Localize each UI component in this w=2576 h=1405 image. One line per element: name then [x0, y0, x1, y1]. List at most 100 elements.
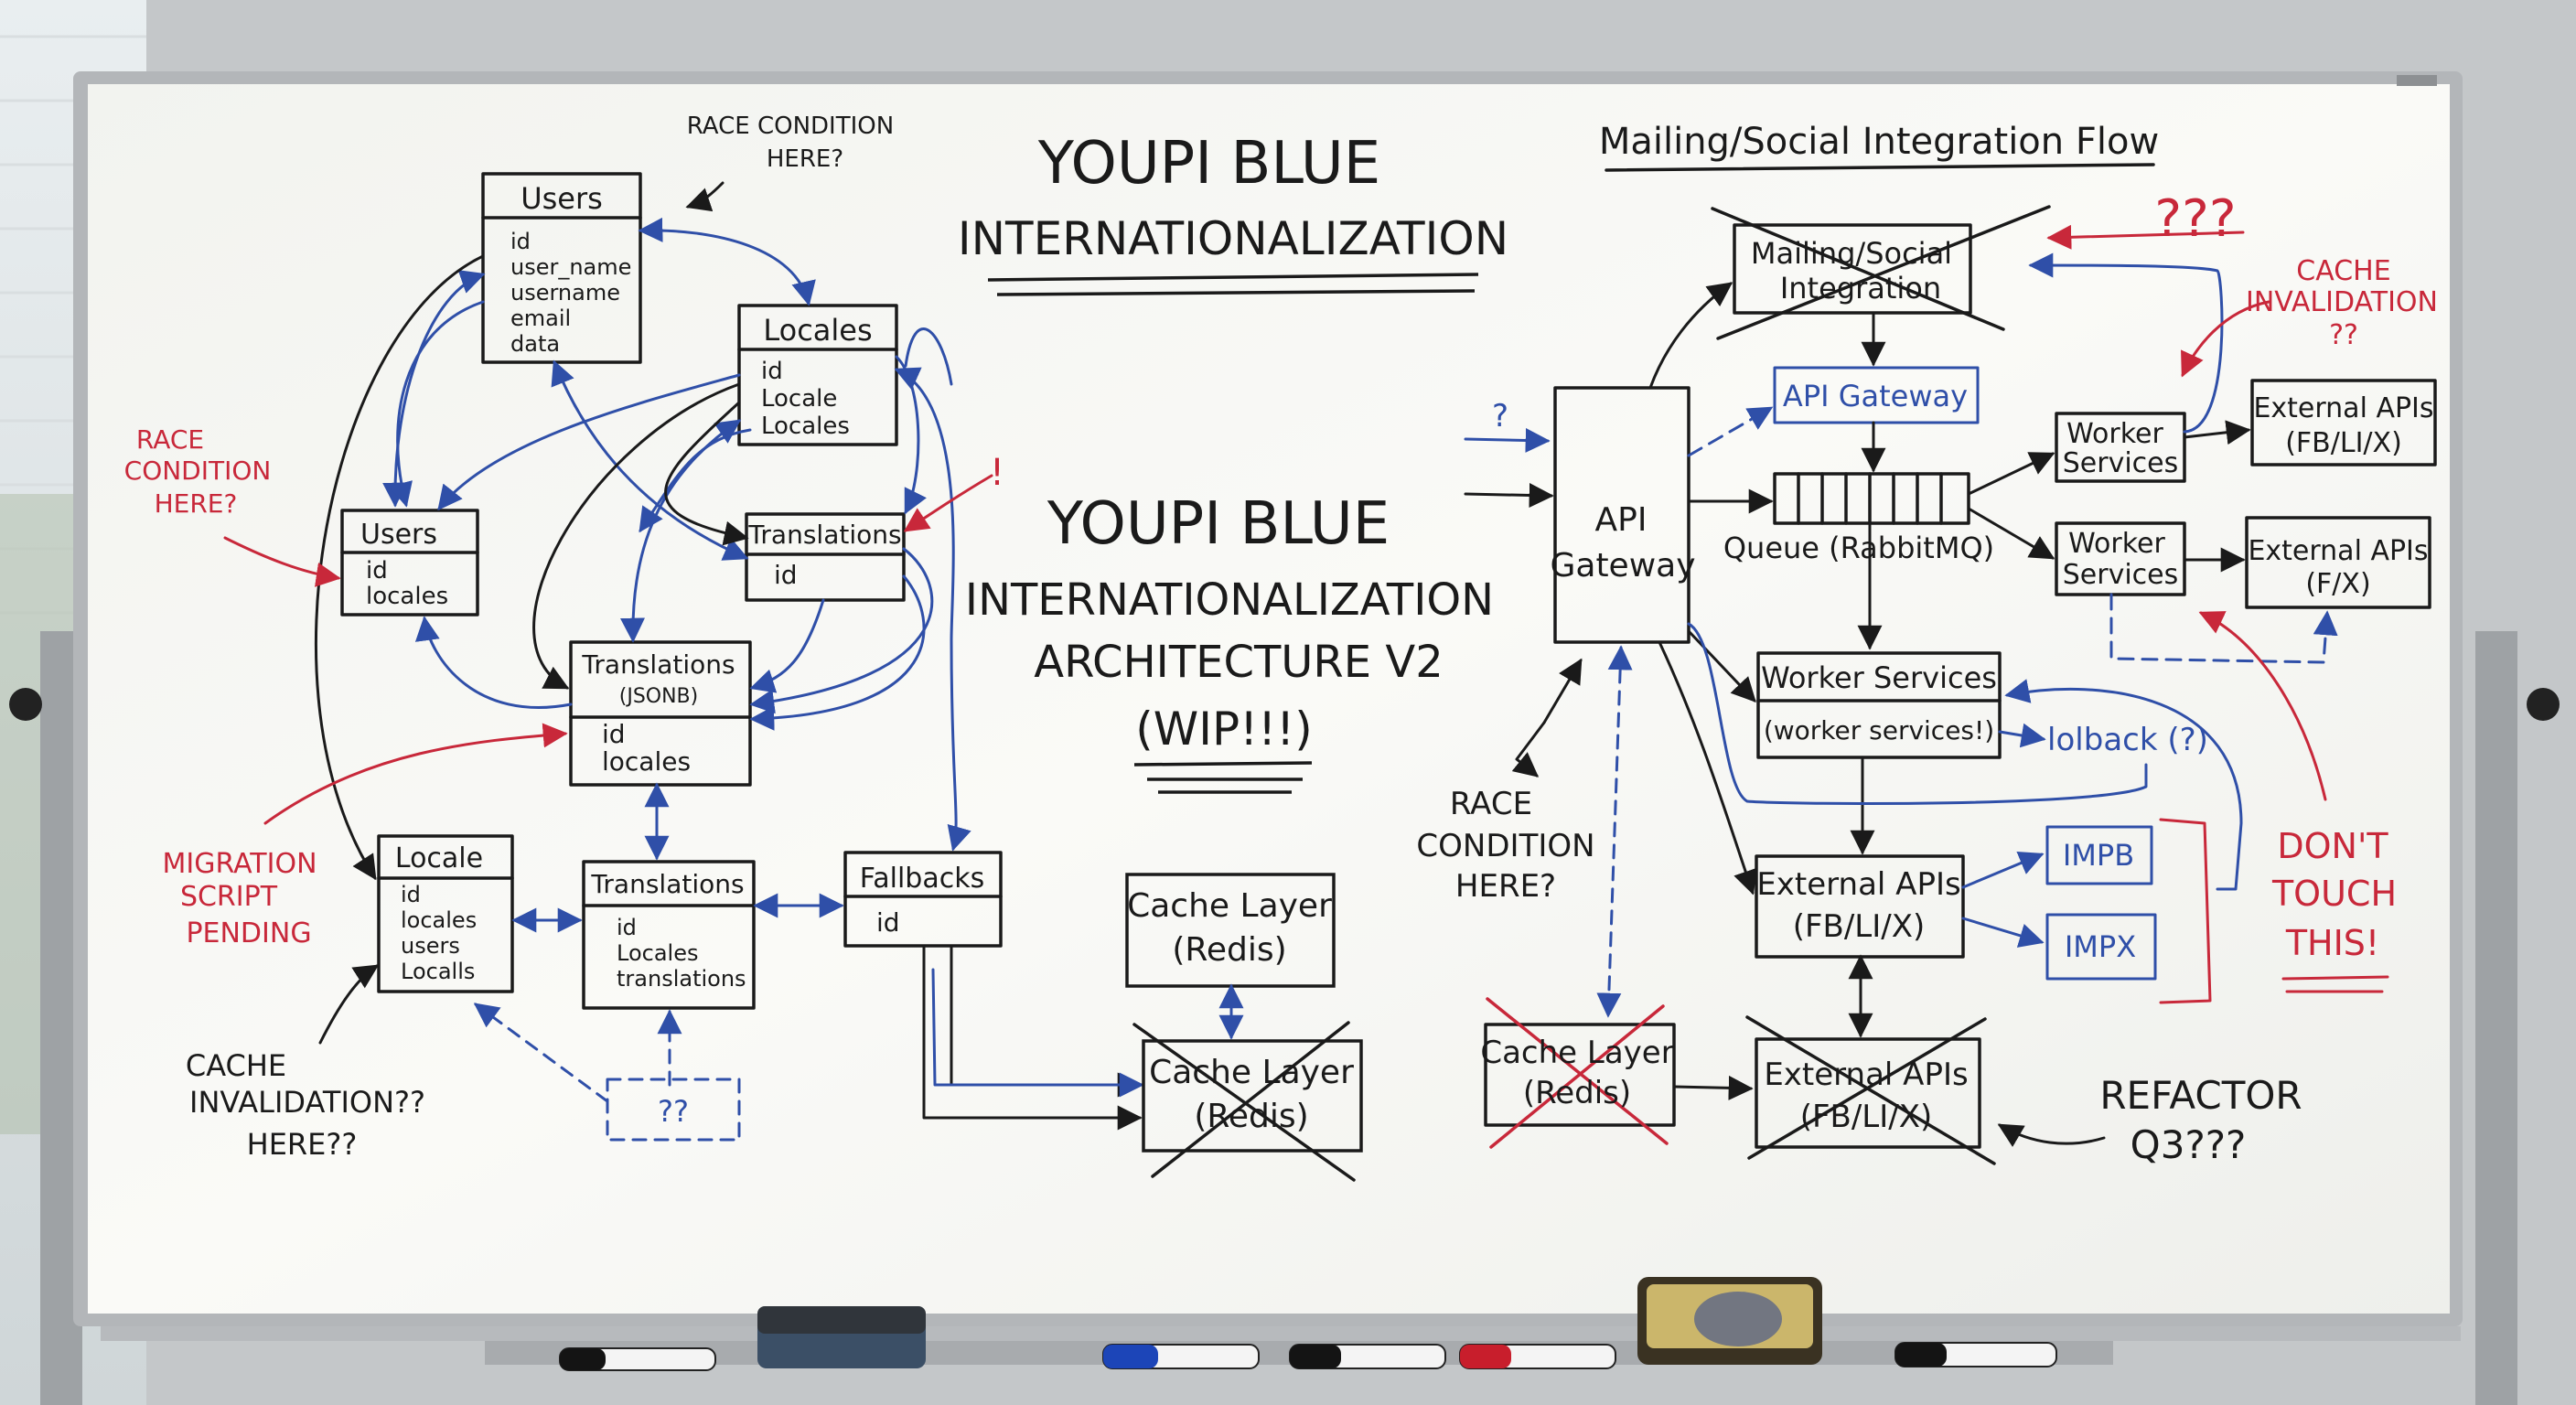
marker-black-1	[559, 1347, 716, 1371]
race-condition-note: RACE CONDITION	[687, 113, 894, 140]
external-apis-crossed-box	[1755, 1037, 1981, 1149]
field-translations: translations	[617, 966, 746, 992]
dashed-question-box	[606, 1078, 741, 1142]
dont-touch-3: THIS!	[2285, 923, 2379, 963]
api-gateway-box	[1553, 386, 1690, 644]
cache-invalidation-left-2: INVALIDATION??	[189, 1085, 425, 1120]
external-apis-1-label: External APIs	[2253, 392, 2433, 424]
question-marks-red: ???	[2154, 189, 2236, 249]
field-email: email	[510, 306, 571, 331]
worker-services-main-sublabel: (worker services!)	[1764, 715, 1994, 745]
center-cache-section	[1125, 873, 1363, 1182]
table-fallbacks-title: Fallbacks	[860, 863, 984, 895]
api-gateway-blue-box	[1773, 366, 1980, 424]
exclamation-mark: !	[990, 452, 1004, 494]
api-gateway-sublabel: Gateway	[1550, 547, 1695, 585]
cache-invalidation-right-3: ??	[2329, 319, 2358, 351]
eraser-left	[757, 1306, 926, 1368]
field-id: id	[761, 358, 783, 385]
flow-section	[1464, 163, 2437, 1165]
cache-invalidation-left-3: HERE??	[247, 1127, 358, 1162]
dont-touch-2: TOUCH	[2271, 874, 2397, 914]
race-condition-right-2: CONDITION	[1416, 828, 1594, 864]
race-condition-left-3: HERE?	[155, 488, 238, 519]
top-title-line2: INTERNATIONALIZATION	[958, 212, 1508, 265]
race-condition-right-3: HERE?	[1455, 868, 1556, 905]
impb-label: IMPB	[2063, 838, 2134, 873]
table-translations-jsonb-subtitle: (JSONB)	[619, 685, 699, 708]
table-translations-jsonb-title: Translations	[581, 649, 735, 680]
marker-black-3	[1894, 1342, 2057, 1367]
worker-services-1-label: Worker	[2066, 418, 2163, 450]
eraser-right	[1637, 1277, 1822, 1365]
external-apis-crossed-sublabel: (FB/LI/X)	[1800, 1099, 1933, 1135]
api-gateway-blue-label: API Gateway	[1783, 379, 1968, 413]
table-translations-bottom-box	[582, 860, 756, 1010]
marker-black-2	[1289, 1344, 1446, 1369]
top-title-line1: YOUPI BLUE	[1037, 130, 1380, 198]
impx-box	[2045, 913, 2157, 981]
field-locale: Locale	[761, 385, 837, 413]
marker-blue	[1102, 1344, 1260, 1369]
center-cache-text: Cache Layer (Redis) Cache Layer (Redis)	[1127, 887, 1354, 1135]
table-users-left-title: Users	[360, 519, 437, 551]
lolback-label: lolback (?)	[2047, 722, 2208, 758]
flow-text: Mailing/Social Integration Flow Mailing/…	[1416, 121, 2438, 1167]
cache-layer-crossed-sublabel: (Redis)	[1194, 1098, 1308, 1135]
mailing-social-label: Mailing/Social	[1751, 236, 1952, 271]
cache-invalidation-left-1: CACHE	[186, 1048, 286, 1083]
field-locales: locales	[366, 583, 448, 610]
center-title-line4: (WIP!!!)	[1135, 702, 1312, 756]
race-condition-left-1: RACE	[136, 424, 204, 455]
schema-annotations: RACE CONDITION HERE? RACE CONDITION HERE…	[124, 113, 1004, 1162]
worker-services-2-sublabel: Services	[2063, 559, 2179, 591]
dont-touch-1: DON'T	[2277, 826, 2388, 866]
field-id: id	[617, 915, 637, 940]
table-fallbacks-box	[843, 851, 1003, 948]
field-id: id	[602, 719, 626, 749]
field-users: users	[401, 933, 460, 959]
external-apis-main-sublabel: (FB/LI/X)	[1793, 908, 1926, 945]
table-locale-bottom-title: Locale	[395, 842, 483, 874]
impb-box	[2045, 825, 2153, 885]
mailing-social-box	[1733, 223, 1972, 315]
table-translations-mid-title: Translations	[747, 520, 901, 550]
migration-note-1: MIGRATION	[162, 848, 317, 880]
field-data: data	[510, 331, 560, 357]
field-id: id	[774, 560, 798, 590]
field-locales: Locales	[761, 413, 850, 440]
field-locales: Locales	[617, 940, 698, 966]
worker-services-main-label: Worker Services	[1761, 660, 1997, 695]
worker-services-2-label: Worker	[2068, 528, 2165, 560]
cache-layer-right-sublabel: (Redis)	[1523, 1075, 1631, 1111]
table-users-top-title: Users	[521, 181, 603, 216]
external-apis-main-label: External APIs	[1756, 866, 1960, 903]
schema-section	[223, 172, 1144, 1142]
table-locales-top-title: Locales	[763, 313, 872, 348]
mailing-social-sublabel: Integration	[1780, 271, 1941, 306]
cache-layer-crossed-label: Cache Layer	[1149, 1054, 1354, 1091]
cache-invalidation-right-2: INVALIDATION	[2246, 286, 2438, 318]
external-apis-2-sublabel: (F/X)	[2305, 568, 2370, 600]
race-condition-right-1: RACE	[1450, 786, 1532, 822]
migration-note-3: PENDING	[186, 917, 311, 949]
field-id: id	[876, 907, 900, 938]
center-titles: YOUPI BLUE INTERNATIONALIZATION YOUPI BL…	[958, 130, 1508, 756]
migration-note-2: SCRIPT	[180, 881, 278, 913]
cache-layer-right-label: Cache Layer	[1480, 1035, 1673, 1071]
field-user-name: user_name	[510, 254, 631, 280]
queue-box	[1773, 472, 1970, 525]
cache-invalidation-right-1: CACHE	[2296, 255, 2390, 287]
field-id: id	[401, 882, 421, 907]
refactor-note-2: Q3???	[2131, 1122, 2247, 1167]
external-apis-2-label: External APIs	[2248, 535, 2428, 567]
refactor-note-1: REFACTOR	[2099, 1073, 2302, 1118]
impx-label: IMPX	[2065, 929, 2136, 964]
cache-layer-right-box	[1484, 1023, 1676, 1127]
field-locales: locales	[602, 746, 691, 777]
race-condition-note-2: HERE?	[767, 145, 843, 173]
external-apis-1-sublabel: (FB/LI/X)	[2285, 427, 2402, 459]
cache-layer-crossed-box	[1142, 1039, 1363, 1153]
flow-heading: Mailing/Social Integration Flow	[1599, 121, 2159, 163]
